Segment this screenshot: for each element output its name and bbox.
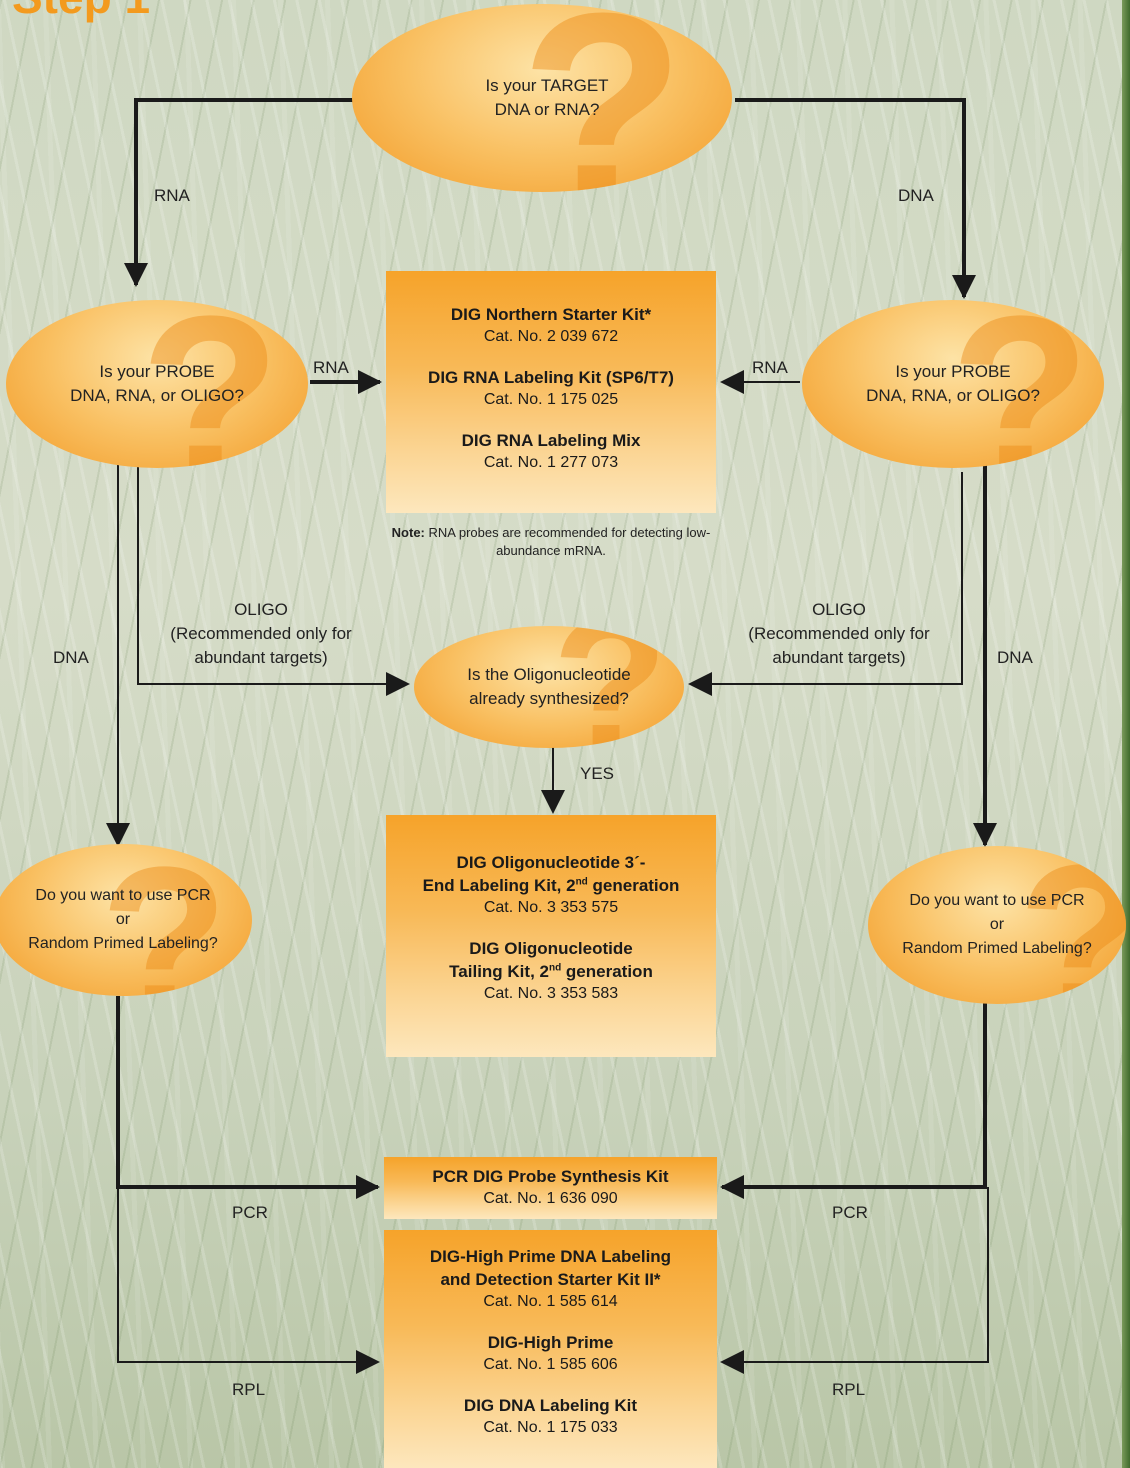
label-yes: YES — [580, 764, 615, 783]
arrow-target-rna — [124, 98, 355, 287]
arrow-right-oligo — [688, 472, 963, 696]
product-item: PCR DIG Probe Synthesis Kit Cat. No. 1 6… — [432, 1167, 669, 1207]
label-dna-right: DNA — [997, 648, 1033, 667]
pcr-products-box: PCR DIG Probe Synthesis Kit Cat. No. 1 6… — [384, 1157, 717, 1219]
arrow-left-pcr — [116, 996, 380, 1199]
question-oligo: ? Is the Oligonucleotide already synthes… — [414, 626, 684, 748]
arrow-target-dna — [735, 98, 976, 299]
question-mark-icon: ? — [100, 844, 229, 996]
product-item: DIG Northern Starter Kit* Cat. No. 2 039… — [450, 305, 652, 345]
oligo-products-box: DIG Oligonucleotide 3´-End Labeling Kit,… — [386, 815, 716, 1057]
label-rna-left-arrow: RNA — [313, 358, 349, 377]
question-probe-left: ? Is your PROBE DNA, RNA, or OLIGO? — [6, 300, 308, 468]
question-mark-icon: ? — [950, 300, 1091, 468]
product-item: DIG-High Prime Cat. No. 1 585 606 — [483, 1333, 618, 1373]
question-mark-icon: ? — [552, 626, 669, 748]
label-dna-target: DNA — [898, 186, 934, 205]
product-item: DIG Oligonucleotide 3´-End Labeling Kit,… — [422, 853, 680, 916]
arrow-right-pcr — [720, 1003, 987, 1199]
question-pcr-left-text: Do you want to use PCR or Random Primed … — [28, 887, 218, 952]
question-mark-icon: ? — [520, 4, 685, 192]
arrow-left-rpl — [117, 1187, 380, 1374]
question-pcr-right-text: Do you want to use PCR or Random Primed … — [902, 892, 1092, 957]
label-rna-right-arrow: RNA — [752, 358, 788, 377]
question-mark-icon: ? — [1018, 846, 1126, 1004]
question-pcr-right: ? Do you want to use PCR or Random Prime… — [868, 846, 1126, 1004]
question-probe-right-text: Is your PROBE DNA, RNA, or OLIGO? — [866, 362, 1040, 405]
note-label: Note: — [391, 525, 425, 540]
note-text: RNA probes are recommended for detecting… — [428, 525, 711, 558]
question-target-text: Is your TARGET DNA or RNA? — [485, 76, 609, 119]
product-item: DIG RNA Labeling Kit (SP6/T7) Cat. No. 1… — [428, 368, 674, 408]
rna-note: Note: RNA probes are recommended for det… — [384, 524, 718, 560]
label-dna-left: DNA — [53, 648, 89, 667]
question-probe-left-text: Is your PROBE DNA, RNA, or OLIGO? — [70, 362, 244, 405]
background-grass-edge — [1122, 0, 1130, 1468]
arrow-left-oligo — [137, 460, 410, 696]
label-pcr-right: PCR — [832, 1203, 868, 1222]
product-item: DIG DNA Labeling Kit Cat. No. 1 175 033 — [463, 1396, 638, 1436]
rna-products-box: DIG Northern Starter Kit* Cat. No. 2 039… — [386, 271, 716, 513]
step-title: Step 1 — [12, 0, 150, 24]
label-rna-target: RNA — [154, 186, 190, 205]
label-rpl-left: RPL — [232, 1380, 266, 1399]
arrow-right-rpl — [720, 1187, 989, 1374]
question-mark-icon: ? — [140, 300, 281, 468]
product-item: DIG RNA Labeling Mix Cat. No. 1 277 073 — [461, 431, 641, 471]
label-oligo-left: OLIGO (Recommended only for abundant tar… — [170, 600, 352, 667]
question-target: ? Is your TARGET DNA or RNA? — [352, 4, 732, 192]
question-pcr-left: ? Do you want to use PCR or Random Prime… — [0, 844, 252, 996]
label-rpl-right: RPL — [832, 1380, 866, 1399]
label-oligo-right: OLIGO (Recommended only for abundant tar… — [748, 600, 930, 667]
question-oligo-text: Is the Oligonucleotide already synthesiz… — [467, 665, 631, 708]
label-pcr-left: PCR — [232, 1203, 268, 1222]
question-probe-right: ? Is your PROBE DNA, RNA, or OLIGO? — [802, 300, 1104, 468]
